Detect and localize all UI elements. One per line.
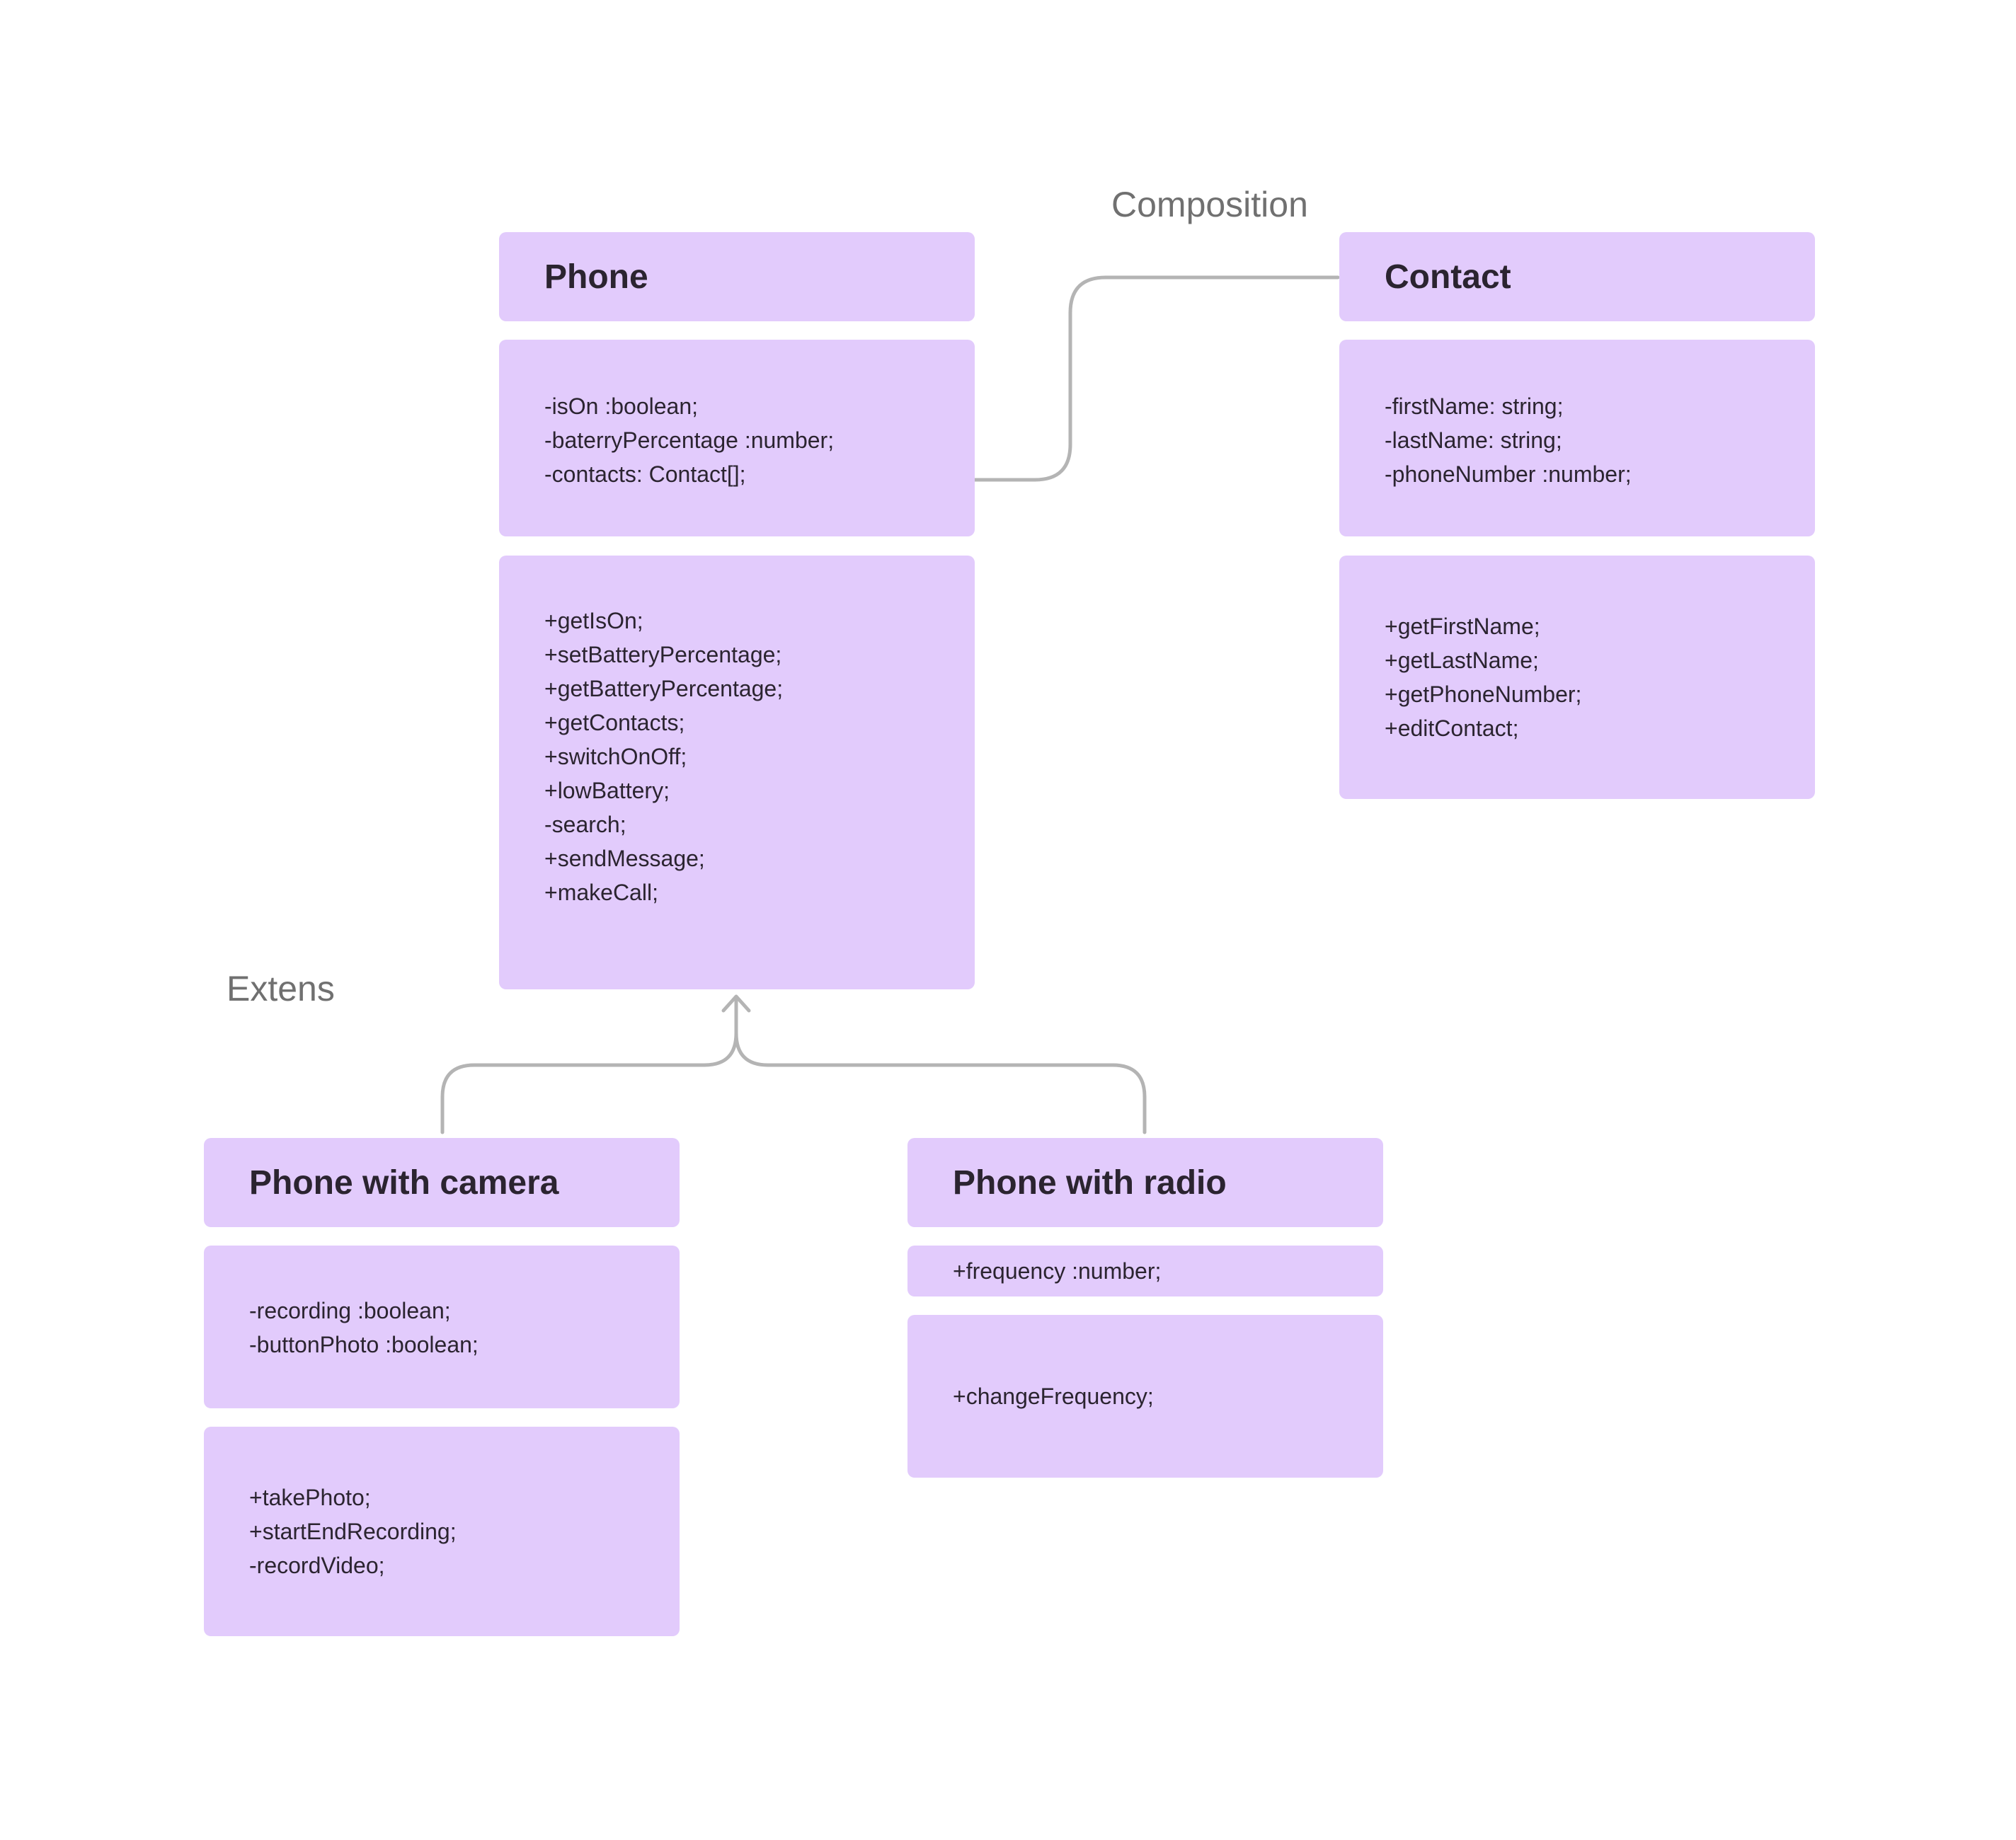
contact-method: +editContact; [1385,715,1519,741]
extends-line-camera [440,996,738,1134]
contact-class-methods[interactable]: +getFirstName; +getLastName; +getPhoneNu… [1339,556,1815,799]
phone-attribute: -baterryPercentage :number; [544,427,835,453]
contact-class-header[interactable]: Contact [1339,232,1815,321]
radio-class-attributes[interactable]: +frequency :number; [907,1246,1383,1296]
camera-method: +startEndRecording; [249,1519,457,1544]
radio-attribute: +frequency :number; [953,1258,1162,1284]
radio-class-title: Phone with radio [953,1163,1227,1202]
extends-arrowhead [721,994,751,1013]
phone-method: -search; [544,812,626,837]
camera-class-header[interactable]: Phone with camera [204,1138,680,1227]
phone-method: +makeCall; [544,880,658,905]
contact-method: +getPhoneNumber; [1385,682,1582,707]
camera-class-attributes[interactable]: -recording :boolean; -buttonPhoto :boole… [204,1246,680,1408]
phone-method: +getIsOn; [544,608,643,633]
phone-method: +getContacts; [544,710,685,735]
phone-class-header[interactable]: Phone [499,232,975,321]
camera-class-title: Phone with camera [249,1163,559,1202]
phone-method: +switchOnOff; [544,744,687,769]
camera-attribute: -buttonPhoto :boolean; [249,1332,479,1357]
camera-attribute: -recording :boolean; [249,1298,451,1323]
camera-method: +takePhoto; [249,1485,371,1510]
contact-class-attributes[interactable]: -firstName: string; -lastName: string; -… [1339,340,1815,536]
radio-method: +changeFrequency; [953,1384,1154,1409]
radio-class-methods[interactable]: +changeFrequency; [907,1315,1383,1478]
contact-attribute: -lastName: string; [1385,427,1562,453]
extends-line-radio [734,1031,1147,1134]
phone-method: +getBatteryPercentage; [544,676,784,701]
phone-class-attributes[interactable]: -isOn :boolean; -baterryPercentage :numb… [499,340,975,536]
phone-method: +lowBattery; [544,778,670,803]
extends-label: Extens [227,969,335,1008]
contact-attribute: -firstName: string; [1385,393,1564,419]
phone-method: +setBatteryPercentage; [544,642,782,667]
radio-class-header[interactable]: Phone with radio [907,1138,1383,1227]
camera-class-methods[interactable]: +takePhoto; +startEndRecording; -recordV… [204,1427,680,1636]
camera-method: -recordVideo; [249,1553,385,1578]
contact-attribute: -phoneNumber :number; [1385,461,1632,487]
contact-method: +getLastName; [1385,648,1539,673]
phone-attribute: -isOn :boolean; [544,393,699,419]
phone-class-title: Phone [544,258,648,296]
contact-method: +getFirstName; [1385,614,1540,639]
composition-label: Composition [1111,185,1308,224]
phone-attribute: -contacts: Contact[]; [544,461,746,487]
contact-class-title: Contact [1385,258,1511,296]
phone-method: +sendMessage; [544,846,705,871]
phone-class-methods[interactable]: +getIsOn; +setBatteryPercentage; +getBat… [499,556,975,989]
